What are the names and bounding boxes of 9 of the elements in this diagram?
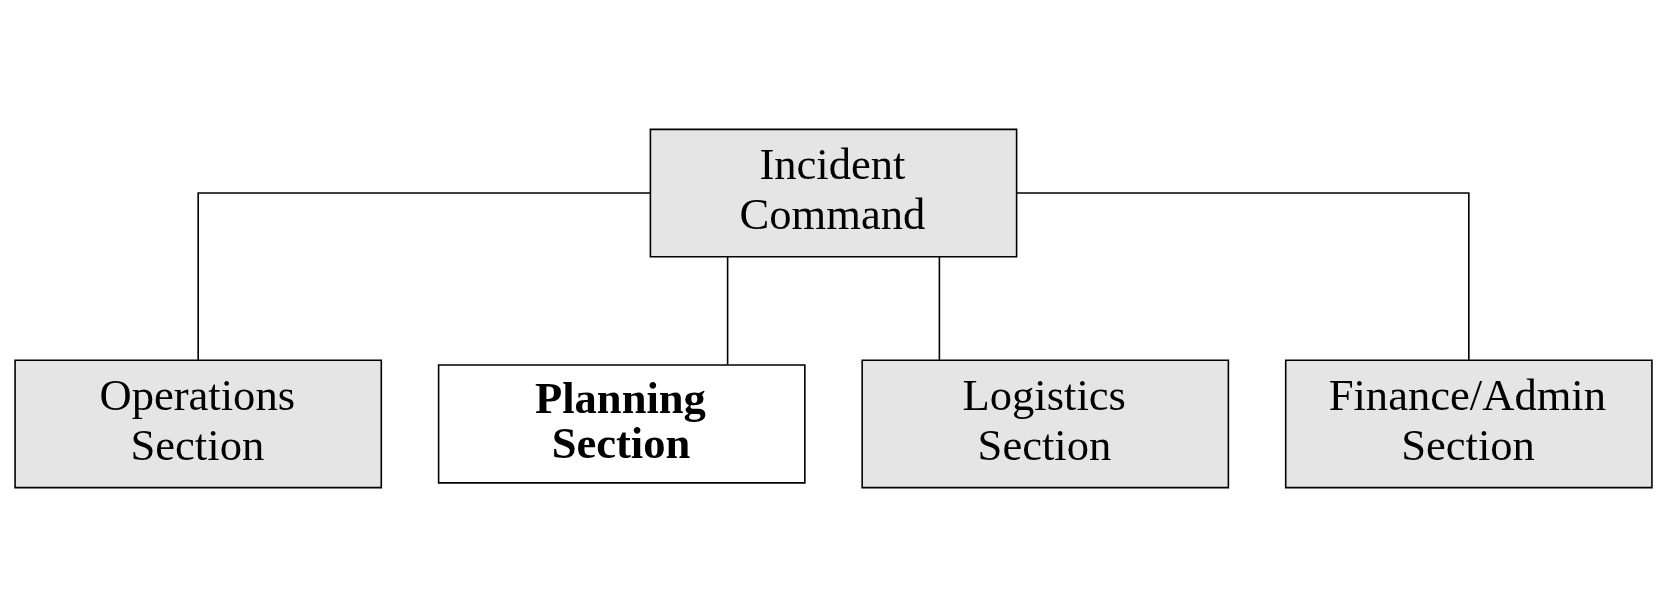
connector bbox=[726, 255, 729, 365]
connector bbox=[1016, 191, 1470, 361]
node-box: Operations Section bbox=[14, 358, 383, 488]
node-box: Incident Command bbox=[649, 128, 1018, 258]
connector bbox=[938, 255, 941, 361]
node-box: Planning Section bbox=[437, 363, 806, 484]
connector bbox=[197, 191, 651, 361]
node-box: Logistics Section bbox=[861, 358, 1230, 488]
node-box: Finance/Admin Section bbox=[1284, 358, 1653, 488]
